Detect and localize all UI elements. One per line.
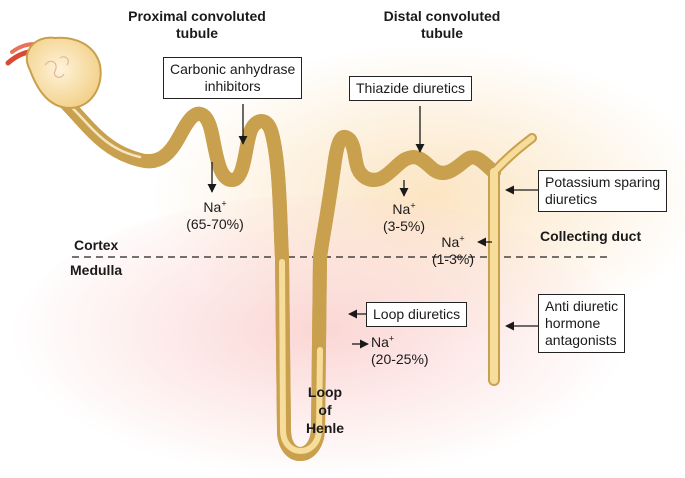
collecting-duct-label: Collecting duct <box>540 228 642 244</box>
arrows <box>207 104 538 349</box>
glomerulus <box>25 36 102 110</box>
loop-thin-limbs <box>279 259 323 454</box>
na-loop: Na+ (20-25%) <box>371 333 429 367</box>
na-collecting: Na+ (1-3%) <box>431 233 474 267</box>
medulla-label: Medulla <box>70 262 123 278</box>
na-distal: Na+ (3-5%) <box>382 200 425 234</box>
thiazide-box: Thiazide diuretics <box>349 76 472 101</box>
na-proximal: Na+ (65-70%) <box>186 198 244 232</box>
cortex-label: Cortex <box>74 237 119 253</box>
loop-diuretics-box: Loop diuretics <box>366 302 468 327</box>
